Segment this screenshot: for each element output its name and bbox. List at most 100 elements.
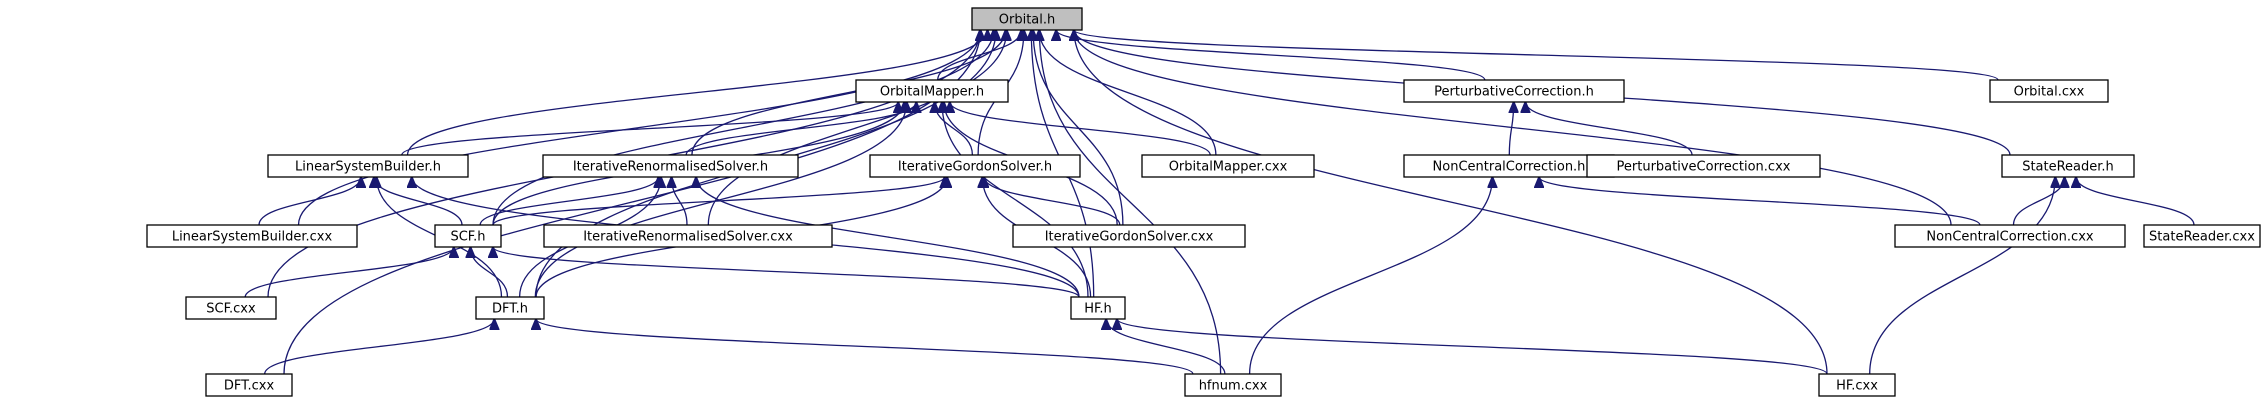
node-perturbativecorrection-h[interactable]: PerturbativeCorrection.h	[1403, 79, 1625, 103]
node-label: PerturbativeCorrection.cxx	[1617, 160, 1791, 175]
edges-layer	[244, 30, 2195, 375]
node-label: HF.h	[1084, 302, 1112, 317]
node-box	[869, 154, 1081, 178]
edge-hf_cxx-to-orbital_h	[1074, 30, 1828, 375]
edge-dft_cxx-to-dft_h	[264, 319, 495, 375]
edge-iterativerenormalisedsolver_h-to-orbital_h	[691, 30, 1006, 156]
node-label: LinearSystemBuilder.cxx	[172, 230, 333, 245]
node-orbitalmapper-cxx[interactable]: OrbitalMapper.cxx	[1141, 154, 1315, 178]
node-hfnum-cxx[interactable]: hfnum.cxx	[1184, 373, 1282, 397]
node-box	[1012, 224, 1246, 248]
edge-scf_cxx-to-scf_h	[244, 247, 454, 298]
node-scf-h[interactable]: SCF.h	[434, 224, 502, 248]
node-box	[971, 7, 1083, 31]
node-box	[1070, 296, 1126, 320]
node-box	[267, 154, 469, 178]
node-label: StateReader.h	[2022, 160, 2114, 175]
node-perturbativecorrection-cxx[interactable]: PerturbativeCorrection.cxx	[1586, 154, 1821, 178]
node-label: IterativeRenormalisedSolver.cxx	[583, 230, 793, 245]
edge-iterativerenormalisedsolver_cxx-to-orbital_h	[707, 30, 1006, 226]
node-noncentralcorrection-h[interactable]: NonCentralCorrection.h	[1403, 154, 1615, 178]
node-label: SCF.h	[450, 230, 485, 245]
edge-hfnum_cxx-to-orbital_h	[1039, 30, 1222, 375]
edge-scf_h-to-linearsystembuilder_h	[374, 177, 463, 226]
node-box	[2143, 224, 2261, 248]
node-iterativegordonsolver-h[interactable]: IterativeGordonSolver.h	[869, 154, 1081, 178]
node-orbital-cxx[interactable]: Orbital.cxx	[1989, 79, 2109, 103]
node-linearsystembuilder-h[interactable]: LinearSystemBuilder.h	[267, 154, 469, 178]
edge-noncentralcorrection_h-to-perturbativecorrection_h	[1508, 102, 1513, 156]
node-box	[1894, 224, 2126, 248]
node-label: LinearSystemBuilder.h	[295, 160, 441, 175]
node-statereader-cxx[interactable]: StateReader.cxx	[2143, 224, 2261, 248]
node-dft-h[interactable]: DFT.h	[475, 296, 545, 320]
edge-hf_h-to-iterativerenormalisedsolver_h	[696, 177, 1080, 298]
edge-statereader_cxx-to-statereader_h	[2076, 177, 2195, 226]
node-box	[1989, 79, 2109, 103]
edge-noncentralcorrection_cxx-to-statereader_h	[2012, 177, 2065, 226]
edge-orbital_cxx-to-orbital_h	[1074, 30, 1999, 81]
edge-linearsystembuilder_cxx-to-orbital_h	[297, 30, 981, 226]
node-label: IterativeGordonSolver.cxx	[1045, 230, 1214, 245]
edge-scf_h-to-iterativerenormalisedsolver_h	[479, 177, 658, 226]
node-box	[205, 373, 293, 397]
edge-iterativerenormalisedsolver_cxx-to-iterativerenormalisedsolver_h	[672, 177, 688, 226]
node-label: Orbital.cxx	[2014, 85, 2085, 100]
edge-dft_h-to-orbitalmapper_h	[534, 102, 906, 298]
edge-noncentralcorrection_cxx-to-noncentralcorrection_h	[1539, 177, 1981, 226]
node-box	[434, 224, 502, 248]
node-box	[475, 296, 545, 320]
node-scf-cxx[interactable]: SCF.cxx	[185, 296, 277, 320]
node-statereader-h[interactable]: StateReader.h	[2001, 154, 2135, 178]
node-label: HF.cxx	[1836, 379, 1878, 394]
node-box	[1403, 79, 1625, 103]
node-orbitalmapper-h[interactable]: OrbitalMapper.h	[855, 79, 1009, 103]
node-label: IterativeRenormalisedSolver.h	[573, 160, 768, 175]
node-iterativerenormalisedsolver-cxx[interactable]: IterativeRenormalisedSolver.cxx	[543, 224, 833, 248]
edge-scf_h-to-iterativegordonsolver_h	[492, 177, 945, 226]
node-label: DFT.cxx	[224, 379, 275, 394]
edge-hfnum_cxx-to-dft_h	[536, 319, 1194, 375]
edge-linearsystembuilder_cxx-to-linearsystembuilder_h	[258, 177, 361, 226]
edge-hf_cxx-to-statereader_h	[1869, 177, 2056, 375]
node-label: SCF.cxx	[206, 302, 256, 317]
node-label: OrbitalMapper.cxx	[1169, 160, 1288, 175]
edge-iterativegordonsolver_h-to-orbitalmapper_h	[935, 102, 974, 156]
node-label: IterativeGordonSolver.h	[898, 160, 1052, 175]
edge-hf_h-to-orbitalmapper_h	[942, 102, 1089, 298]
node-label: NonCentralCorrection.cxx	[1926, 230, 2093, 245]
node-box	[1141, 154, 1315, 178]
node-dft-cxx[interactable]: DFT.cxx	[205, 373, 293, 397]
node-hf-cxx[interactable]: HF.cxx	[1818, 373, 1896, 397]
edge-noncentralcorrection_cxx-to-orbital_h	[1074, 30, 1952, 226]
node-label: StateReader.cxx	[2149, 230, 2255, 245]
edge-orbitalmapper_h-to-orbital_h	[937, 30, 1022, 81]
node-iterativegordonsolver-cxx[interactable]: IterativeGordonSolver.cxx	[1012, 224, 1246, 248]
node-box	[1184, 373, 1282, 397]
node-box	[1586, 154, 1821, 178]
node-hf-h[interactable]: HF.h	[1070, 296, 1126, 320]
node-label: NonCentralCorrection.h	[1433, 160, 1586, 175]
node-label: PerturbativeCorrection.h	[1434, 85, 1594, 100]
node-box	[146, 224, 358, 248]
node-orbital-h[interactable]: Orbital.h	[971, 7, 1083, 31]
node-iterativerenormalisedsolver-h[interactable]: IterativeRenormalisedSolver.h	[542, 154, 799, 178]
node-noncentralcorrection-cxx[interactable]: NonCentralCorrection.cxx	[1894, 224, 2126, 248]
edge-hf_h-to-scf_h	[493, 247, 1080, 298]
node-label: hfnum.cxx	[1199, 379, 1268, 394]
node-box	[185, 296, 277, 320]
edge-linearsystembuilder_h-to-orbitalmapper_h	[401, 102, 898, 156]
node-box	[542, 154, 799, 178]
edge-linearsystembuilder_h-to-orbital_h	[406, 30, 988, 156]
node-label: DFT.h	[492, 302, 528, 317]
edge-orbitalmapper_cxx-to-orbitalmapper_h	[950, 102, 1211, 156]
node-linearsystembuilder-cxx[interactable]: LinearSystemBuilder.cxx	[146, 224, 358, 248]
node-box	[2001, 154, 2135, 178]
node-label: OrbitalMapper.h	[880, 85, 984, 100]
edge-iterativegordonsolver_cxx-to-iterativegordonsolver_h	[984, 177, 1121, 226]
edge-scf_h-to-orbital_h	[492, 30, 994, 226]
edge-dft_h-to-scf_h	[471, 247, 509, 298]
node-label: Orbital.h	[999, 13, 1056, 28]
